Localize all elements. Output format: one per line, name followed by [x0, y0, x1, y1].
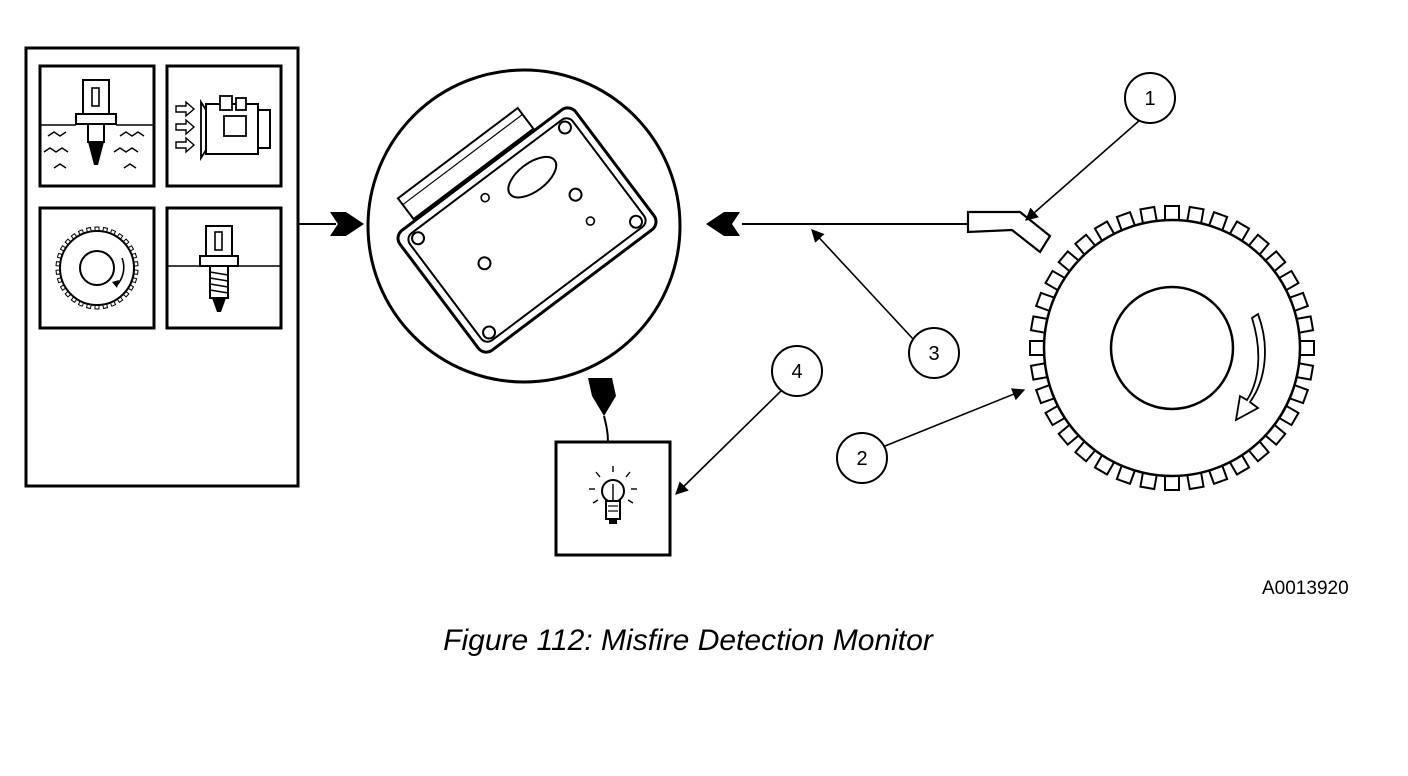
callout-1: 1 [1025, 72, 1176, 221]
malfunction-indicator-lamp-icon [554, 440, 672, 557]
figure-code: A0013920 [1262, 578, 1349, 599]
mass-airflow-sensor-icon [165, 64, 283, 188]
toothed-pulse-wheel-icon [1029, 205, 1315, 491]
callout-1-label: 1 [1144, 88, 1155, 110]
sensor-to-module-arrow [298, 212, 364, 236]
crankshaft-reluctor-wheel-icon [38, 206, 156, 330]
figure-caption: Figure 112: Misfire Detection Monitor [443, 624, 933, 657]
callout-3-label: 3 [928, 343, 939, 365]
callout-4: 4 [675, 345, 823, 495]
crankshaft-position-sensor-icon [966, 210, 1052, 254]
signal-to-module-arrow [706, 212, 968, 236]
coolant-temperature-sensor-icon [38, 64, 156, 188]
callout-4-label: 4 [791, 361, 802, 383]
callout-2: 2 [836, 388, 1026, 484]
threaded-sensor-icon [165, 206, 283, 330]
callout-2-label: 2 [856, 448, 867, 470]
engine-control-module-icon [366, 68, 682, 384]
callout-3: 3 [811, 229, 960, 379]
sensor-input-panel [24, 46, 300, 488]
module-to-lamp-arrow [588, 378, 616, 443]
